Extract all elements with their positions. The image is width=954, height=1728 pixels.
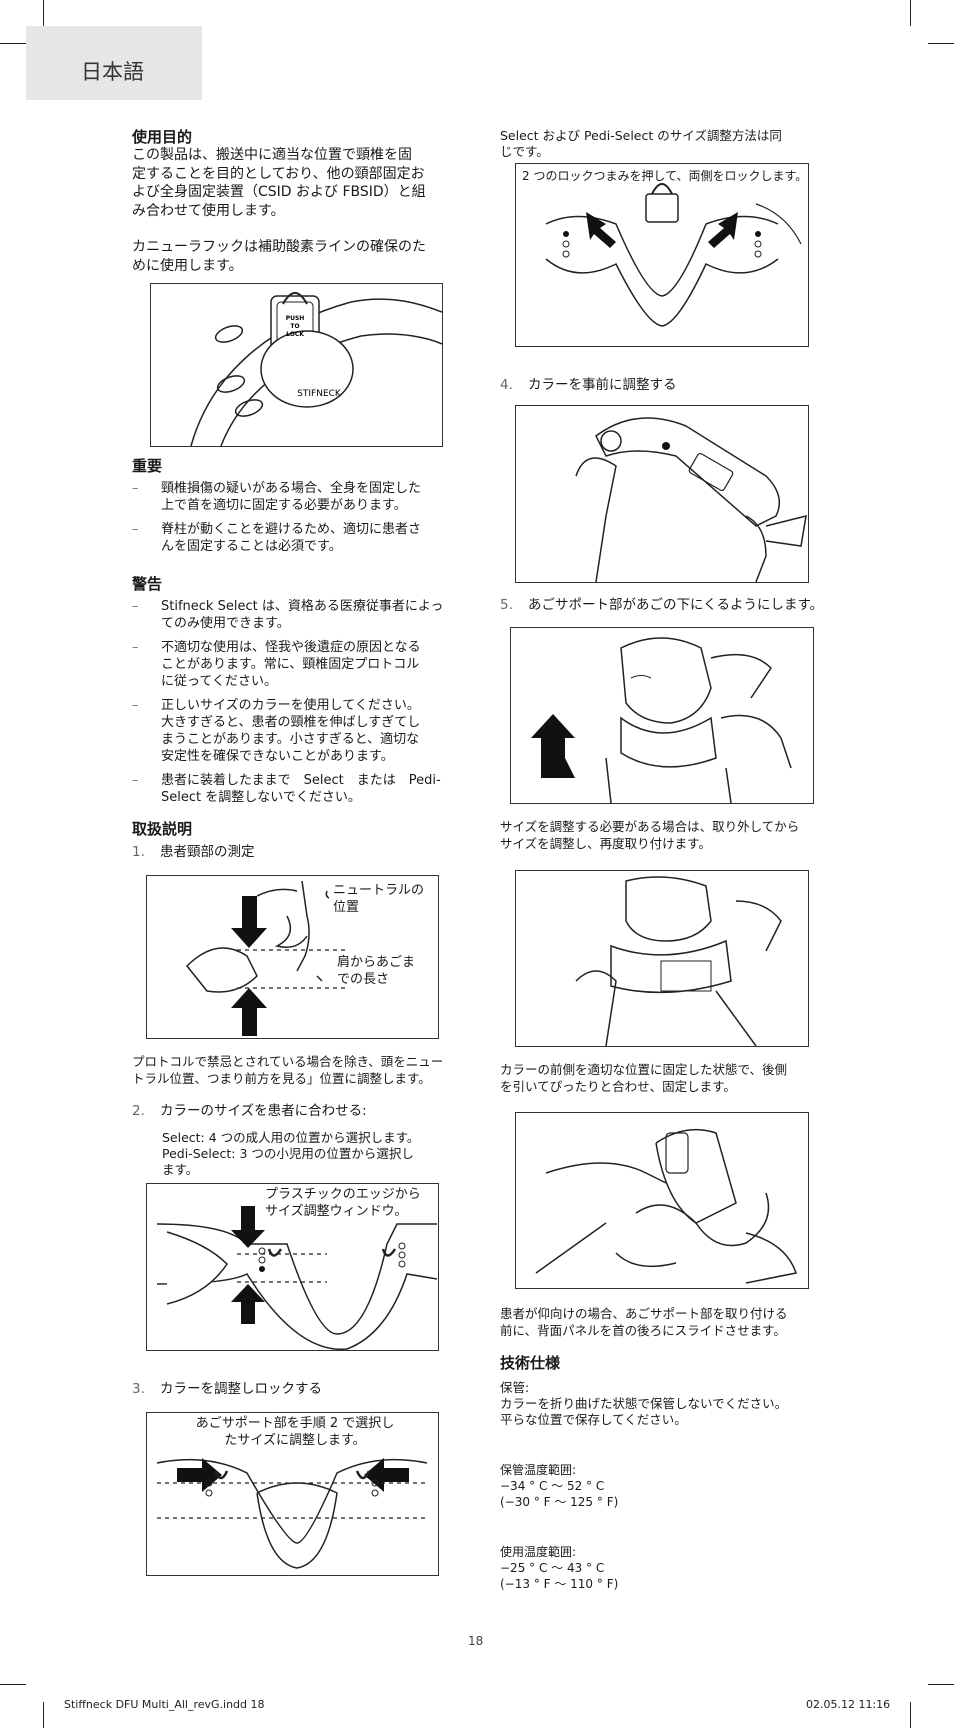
- language-label: 日本語: [81, 60, 144, 84]
- list-item: –脊柱が動くことを避けるため、適切に患者さんを固定することは必須です。: [132, 522, 422, 554]
- list-item: –頸椎損傷の疑いがある場合、全身を固定した上で首を適切に固定する必要があります。: [132, 481, 422, 513]
- crop-mark: [43, 1702, 44, 1728]
- storage-temp-section: 保管温度範囲: −34 ° C ～ 52 ° C (−30 ° F ～ 125 …: [500, 1463, 619, 1509]
- tech-spec-heading: 技術仕様: [500, 1354, 561, 1372]
- page-number: 18: [468, 1634, 484, 1648]
- warning-heading: 警告: [132, 575, 163, 593]
- crop-mark: [43, 0, 44, 26]
- lock-knobs-label: 2 つのロックつまみを押して、両側をロックします。: [522, 169, 808, 183]
- resize-text: サイズを調整する必要がある場合は、取り外してから サイズを調整し、再度取り付けま…: [500, 819, 800, 851]
- crop-mark: [910, 0, 911, 26]
- use-temp-section: 使用温度範囲: −25 ° C ～ 43 ° C (−13 ° F ～ 110 …: [500, 1545, 619, 1591]
- language-tab: 日本語: [26, 26, 202, 100]
- shoulder-chin-label: 肩からあごまでの長さ: [337, 955, 416, 987]
- step2-sub-text: Select: 4 つの成人用の位置から選択します。 Pedi-Select: …: [162, 1130, 420, 1177]
- crop-mark: [0, 1684, 26, 1685]
- lock-text: LOCK: [286, 331, 304, 338]
- important-heading: 重要: [132, 457, 163, 475]
- step-1: 1.患者頸部の測定: [132, 844, 255, 860]
- collar-sizing-illustration: プラスチックのエッジからサイズ調整ウィンドウ。: [146, 1183, 439, 1351]
- chin-support-illustration: [510, 627, 814, 804]
- neck-measure-illustration: ニュートラルの位置 肩からあごまでの長さ: [146, 875, 439, 1039]
- adjust-chin-label: あごサポート部を手順 2 で選択したサイズに調整します。: [195, 1416, 395, 1448]
- brand-text: STIFNECK: [297, 389, 342, 399]
- cannula-text: カニューラフックは補助酸素ラインの確保のた めに使用します。: [132, 239, 426, 274]
- list-item: –正しいサイズのカラーを使用してください。大きすぎると、患者の頸椎を伸ばしすぎて…: [132, 698, 421, 764]
- sizing-window-label: プラスチックのエッジからサイズ調整ウィンドウ。: [265, 1187, 421, 1219]
- step-5: 5.あごサポート部があごの下にくるようにします。: [500, 597, 824, 613]
- supine-text: 患者が仰向けの場合、あごサポート部を取り付ける 前に、背面パネルを首の後ろにスラ…: [500, 1306, 788, 1338]
- adjust-lock-illustration: あごサポート部を手順 2 で選択したサイズに調整します。: [146, 1412, 439, 1576]
- crop-mark: [910, 1702, 911, 1728]
- lock-knobs-illustration: 2 つのロックつまみを押して、両側をロックします。: [515, 163, 809, 347]
- supine-illustration: [515, 1112, 809, 1289]
- crop-mark: [0, 43, 26, 44]
- step-4: 4.カラーを事前に調整する: [500, 377, 677, 393]
- back-panel-text: カラーの前側を適切な位置に固定した状態で、後側 を引いてぴったりと合わせ、固定し…: [500, 1062, 788, 1094]
- step-3: 3.カラーを調整しロックする: [132, 1381, 322, 1397]
- instructions-heading: 取扱説明: [132, 820, 193, 838]
- list-item: –患者に装着したままで Select または Pedi-Select を調整しな…: [132, 773, 441, 805]
- collar-lock-illustration: PUSH TO LOCK STIFNECK: [150, 283, 443, 447]
- pre-adjust-illustration: [515, 405, 809, 583]
- storage-section: 保管: カラーを折り曲げた状態で保管しないでください。 平らな位置で保存してくだ…: [500, 1380, 788, 1427]
- push-text: PUSH: [286, 315, 305, 322]
- footer-timestamp: 02.05.12 11:16: [806, 1698, 891, 1711]
- neutral-position-label: ニュートラルの位置: [333, 883, 425, 915]
- step1-text: プロトコルで禁忌とされている場合を除き、頭をニュー トラル位置、つまり前方を見る…: [132, 1054, 444, 1086]
- collar-fitted-illustration: [515, 870, 809, 1047]
- crop-mark: [928, 43, 954, 44]
- select-intro-text: Select および Pedi-Select のサイズ調整方法は同 じです。: [500, 128, 782, 159]
- to-text: TO: [290, 323, 299, 330]
- step-2: 2.カラーのサイズを患者に合わせる:: [132, 1103, 367, 1119]
- purpose-text: この製品は、搬送中に適当な位置で頸椎を固 定することを目的としており、他の頸部固…: [132, 147, 426, 219]
- list-item: –Stifneck Select は、資格ある医療従事者によってのみ使用できます…: [132, 599, 444, 631]
- warning-list: –Stifneck Select は、資格ある医療従事者によってのみ使用できます…: [132, 598, 462, 813]
- purpose-heading: 使用目的: [132, 128, 193, 146]
- crop-mark: [928, 1684, 954, 1685]
- important-list: –頸椎損傷の疑いがある場合、全身を固定した上で首を適切に固定する必要があります。…: [132, 480, 462, 562]
- list-item: –不適切な使用は、怪我や後遺症の原因となることがあります。常に、頸椎固定プロトコ…: [132, 640, 421, 689]
- footer-filename: Stiffneck DFU Multi_All_revG.indd 18: [64, 1698, 265, 1711]
